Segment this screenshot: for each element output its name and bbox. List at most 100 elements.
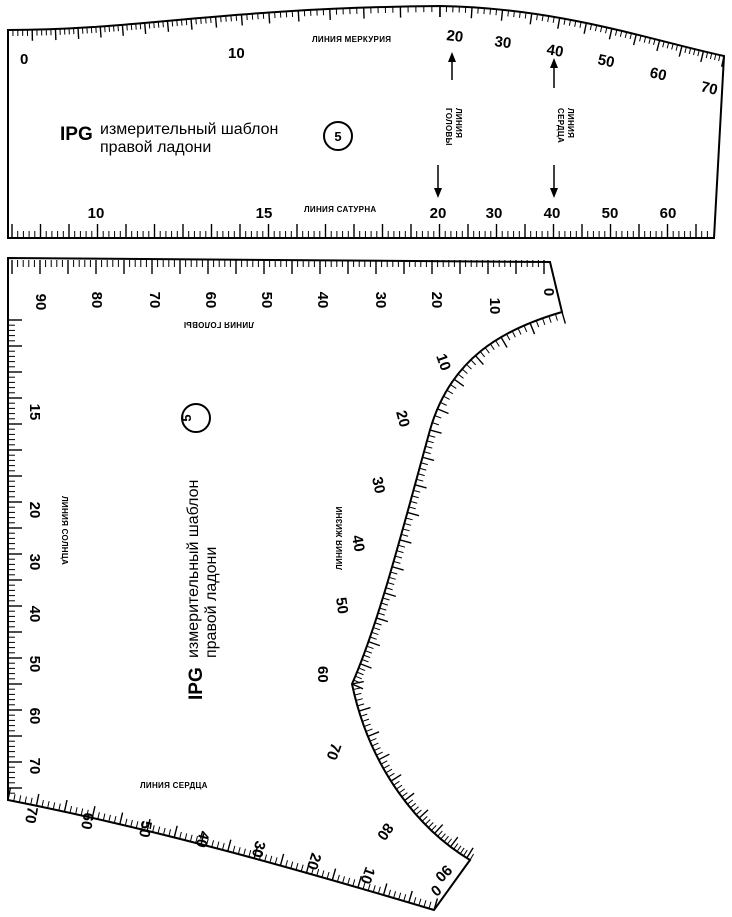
ruler-tick (675, 44, 679, 51)
top-scale-label: 50 (258, 292, 275, 309)
ruler-tick (409, 802, 417, 809)
ruler-tick (402, 528, 410, 532)
ruler-tick (393, 780, 400, 786)
ruler-tick (404, 522, 412, 526)
ruler-tick (399, 539, 412, 544)
ruler-tick (393, 560, 401, 564)
ruler-tick (190, 18, 193, 30)
bottom-template-outline (7, 256, 564, 912)
ruler-tick (561, 311, 567, 324)
ruler-tick (376, 751, 383, 756)
ruler-tick (268, 12, 271, 24)
ruler-tick (524, 12, 527, 19)
ruler-tick (594, 25, 598, 32)
ruler-tick (253, 846, 258, 859)
top-scale-label: 30 (372, 292, 389, 309)
left-scale-label: 70 (26, 758, 43, 775)
ruler-tick (619, 30, 623, 37)
heart-line-label: ЛИНИЯ СЕРДЦА (140, 781, 208, 790)
ruler-tick (200, 832, 205, 845)
ruler-tick (463, 849, 468, 857)
ruler-tick (143, 22, 147, 34)
ruler-tick (384, 592, 397, 598)
ruler-tick (414, 484, 427, 489)
ruler-tick (495, 340, 500, 347)
ruler-tick (413, 489, 421, 493)
ruler-tick (108, 814, 111, 822)
ruler-tick (404, 792, 415, 802)
top-scale-label: 70 (146, 292, 163, 309)
ruler-tick (396, 784, 403, 790)
ruler-tick (507, 10, 510, 17)
ruler-tick (351, 680, 364, 685)
curve-scale-label: 40 (348, 534, 368, 553)
ruler-tick (405, 517, 413, 521)
ruler-tick (542, 318, 546, 326)
ruler-tick (168, 829, 172, 837)
ruler-tick (58, 803, 61, 811)
ruler-tick (407, 799, 414, 805)
bottom-scale-label: 30 (248, 839, 269, 860)
ruler-tick (517, 327, 522, 335)
top-template-top-ruler (7, 5, 725, 67)
ruler-tick (456, 845, 462, 852)
ruler-tick (369, 737, 377, 742)
ruler-tick (417, 473, 425, 477)
ruler-tick (166, 20, 170, 32)
ruler-tick (243, 848, 246, 856)
ruler-tick (378, 753, 390, 761)
ruler-tick (305, 861, 311, 873)
bottom-scale-label: 15 (256, 205, 273, 222)
ruler-tick (248, 850, 252, 858)
ruler-tick (495, 9, 498, 16)
ruler-tick (666, 42, 670, 49)
ruler-tick (173, 825, 178, 838)
ruler-tick (466, 363, 472, 370)
ruler-tick (574, 20, 577, 27)
ruler-tick (489, 343, 495, 351)
ruler-tick (371, 631, 379, 636)
top-scale-label: 60 (202, 292, 219, 309)
ruler-tick (434, 415, 442, 419)
ruler-tick (600, 26, 603, 33)
heart-line-arrow-up (550, 58, 558, 88)
left-scale-label: 50 (26, 656, 43, 673)
ruler-tick (355, 675, 363, 680)
ruler-tick (511, 330, 516, 338)
ruler-tick (513, 11, 515, 18)
ruler-tick (393, 891, 397, 899)
ruler-tick (374, 622, 382, 626)
ruler-tick (162, 827, 166, 835)
bottom-scale-label: 60 (77, 811, 97, 830)
ruler-tick (216, 841, 220, 849)
ruler-tick (401, 792, 408, 798)
ruler-tick (180, 19, 183, 26)
ruler-tick (176, 19, 178, 27)
ruler-tick (401, 533, 409, 537)
ruler-tick (91, 806, 96, 819)
ruler-tick (141, 822, 144, 830)
template-number-circle (181, 403, 211, 433)
ruler-tick (380, 760, 388, 765)
ruler-tick (297, 10, 300, 22)
ruler-tick (367, 731, 380, 738)
ruler-tick (342, 876, 345, 884)
template-number-circle (323, 121, 353, 151)
ruler-tick (357, 703, 365, 707)
ruler-tick (365, 650, 372, 654)
ruler-tick (269, 855, 273, 863)
bottom-scale-label: 20 (430, 205, 447, 222)
ruler-tick (363, 654, 371, 659)
ruler-tick (421, 816, 428, 822)
ruler-tick (605, 27, 608, 34)
ruler-tick (443, 395, 450, 400)
ruler-tick (171, 20, 174, 27)
ruler-tick (432, 422, 440, 426)
top-template: 0 10 20 30 40 50 60 70 ЛИНИЯ МЕРКУРИЯ IP… (7, 4, 726, 239)
ruler-tick (453, 378, 465, 387)
ruler-tick (331, 868, 337, 881)
ruler-tick (608, 28, 613, 40)
ruler-tick (408, 506, 416, 510)
ruler-tick (411, 495, 419, 499)
ruler-tick (398, 544, 406, 548)
